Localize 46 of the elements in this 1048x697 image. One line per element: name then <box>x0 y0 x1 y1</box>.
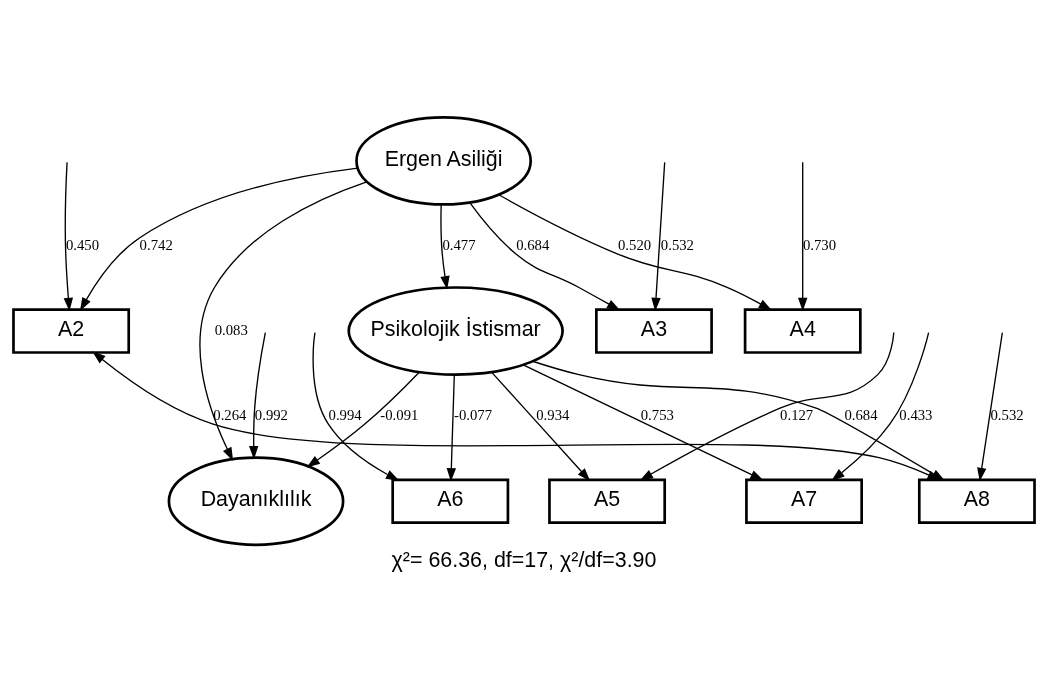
edge-label: 0.520 <box>617 236 652 253</box>
node-ellipse: Psikolojik İstismar <box>347 286 564 376</box>
arrow <box>79 167 359 312</box>
edge-label: -0.091 <box>380 406 419 423</box>
node-box: A4 <box>743 308 862 354</box>
node-box: A3 <box>595 308 713 354</box>
edge-label: 0.742 <box>139 236 173 253</box>
arrow <box>490 371 591 482</box>
arrow <box>798 161 808 312</box>
edge-label: 0.450 <box>65 236 100 253</box>
arrow <box>306 371 420 468</box>
edge-label: 0.994 <box>328 406 362 423</box>
arrow <box>522 364 764 481</box>
node-box: A6 <box>391 478 510 525</box>
edge-label: 0.477 <box>442 236 476 253</box>
edge-label: 0.753 <box>640 406 674 423</box>
node-box: A5 <box>548 478 667 525</box>
edge-label: 0.083 <box>214 321 248 338</box>
arrow <box>446 374 456 482</box>
node-box: A2 <box>12 308 131 354</box>
arrow <box>977 331 1003 482</box>
arrow <box>831 331 930 481</box>
edge-label: 0.433 <box>899 406 933 423</box>
arrow <box>249 331 267 460</box>
node-box: A7 <box>745 478 863 525</box>
node-box: A8 <box>917 478 1036 525</box>
arrow <box>651 161 666 312</box>
edge-label: 0.532 <box>660 236 694 253</box>
edge-label: -0.077 <box>454 406 493 423</box>
edge-label: 0.127 <box>780 406 814 423</box>
edge-label: 0.264 <box>213 406 247 423</box>
arrow <box>639 331 895 481</box>
edge-label: 0.684 <box>844 406 878 423</box>
edge-label: 0.992 <box>254 406 288 423</box>
arrow <box>440 204 450 290</box>
arrow <box>199 181 368 461</box>
arrow <box>469 202 621 311</box>
edge-label: 0.934 <box>536 406 570 423</box>
edge-label: 0.684 <box>516 236 550 253</box>
edge-label: 0.730 <box>802 236 837 253</box>
node-ellipse: Ergen Asiliği <box>355 116 533 206</box>
edge-label: 0.532 <box>990 406 1024 423</box>
arrow <box>312 331 400 481</box>
arrow <box>63 161 73 312</box>
arrow <box>498 194 772 311</box>
caption: χ²= 66.36, df=17, χ²/df=3.90 <box>391 548 657 573</box>
